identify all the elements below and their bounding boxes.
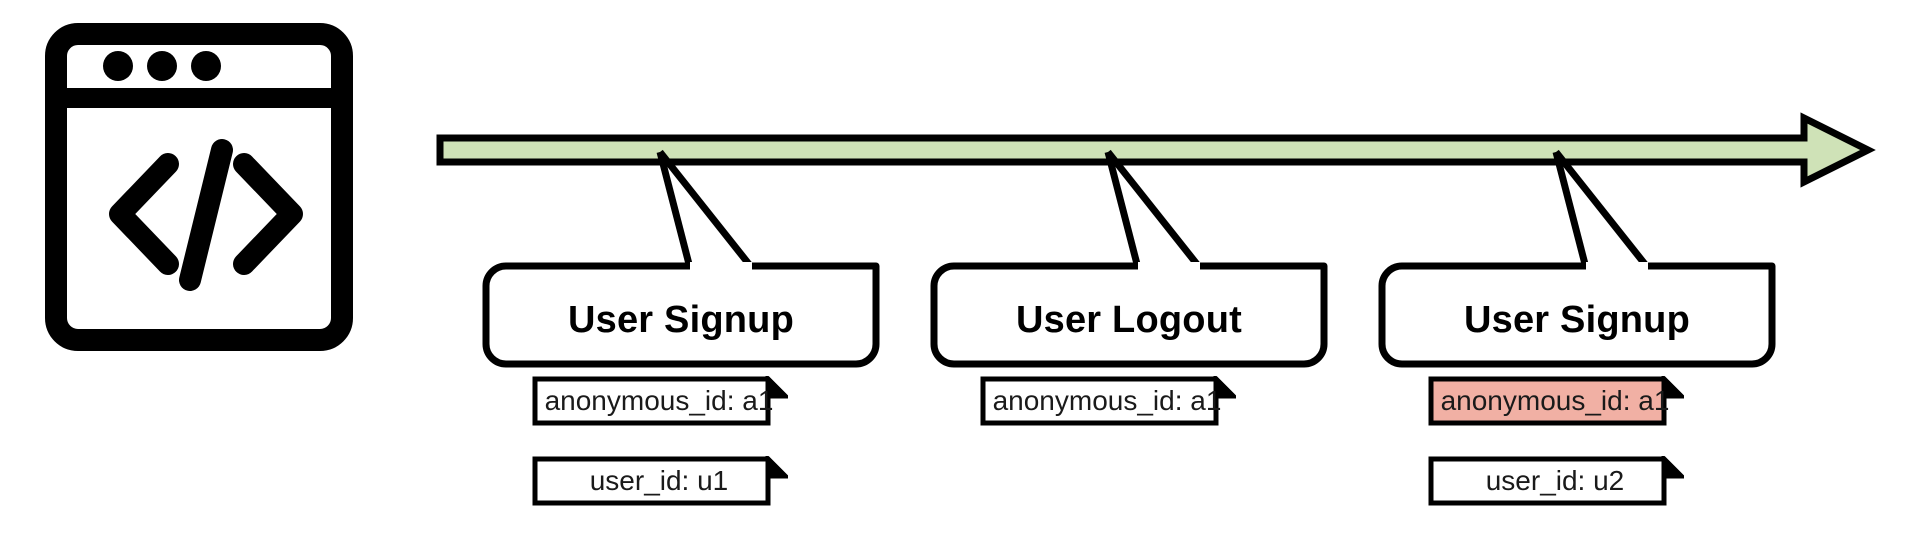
event-box-label: User Signup <box>567 298 794 341</box>
code-window-icon <box>44 22 354 352</box>
attribute-tag-text: user_id: u2 <box>1485 465 1625 496</box>
attribute-list: anonymous_id: a1 <box>980 372 1240 426</box>
attribute-tag-text: anonymous_id: a1 <box>992 385 1222 416</box>
window-dot-icon <box>103 51 133 81</box>
note-tag-shape <box>532 452 792 506</box>
time-arrow-shape <box>436 112 1876 188</box>
event-box-shape <box>482 260 880 368</box>
note-tag-shape <box>1428 452 1688 506</box>
note-tag-shape <box>532 372 792 426</box>
slash-icon <box>179 139 233 291</box>
attribute-tag[interactable]: user_id: u2 <box>1428 452 1688 506</box>
attribute-tag-text: anonymous_id: a1 <box>1440 385 1670 416</box>
event-group[interactable]: User Signup anonymous_id: a1 user_id: u1 <box>482 260 880 506</box>
attribute-tag-text: anonymous_id: a1 <box>544 385 774 416</box>
event-group[interactable]: User Signup anonymous_id: a1 user_id: u2 <box>1378 260 1776 506</box>
event-box-shape <box>1378 260 1776 368</box>
angle-right-icon <box>233 153 303 275</box>
event-box[interactable]: User Signup <box>482 260 880 368</box>
event-box-shape <box>930 260 1328 368</box>
event-box[interactable]: User Logout <box>930 260 1328 368</box>
event-group[interactable]: User Logout anonymous_id: a1 <box>930 260 1328 426</box>
attribute-list: anonymous_id: a1 user_id: u1 <box>532 372 792 506</box>
attribute-tag[interactable]: user_id: u1 <box>532 452 792 506</box>
attribute-tag-highlighted[interactable]: anonymous_id: a1 <box>1428 372 1688 426</box>
attribute-tag[interactable]: anonymous_id: a1 <box>532 372 792 426</box>
event-box-label: User Signup <box>1463 298 1690 341</box>
note-tag-shape <box>1428 372 1688 426</box>
angle-left-icon <box>109 153 179 275</box>
event-box-label: User Logout <box>1016 298 1242 341</box>
event-box[interactable]: User Signup <box>1378 260 1776 368</box>
window-dot-icon <box>147 51 177 81</box>
window-dot-icon <box>191 51 221 81</box>
time-arrow <box>436 112 1876 188</box>
attribute-list: anonymous_id: a1 user_id: u2 <box>1428 372 1688 506</box>
note-tag-shape <box>980 372 1240 426</box>
attribute-tag[interactable]: anonymous_id: a1 <box>980 372 1240 426</box>
attribute-tag-text: user_id: u1 <box>589 465 729 496</box>
